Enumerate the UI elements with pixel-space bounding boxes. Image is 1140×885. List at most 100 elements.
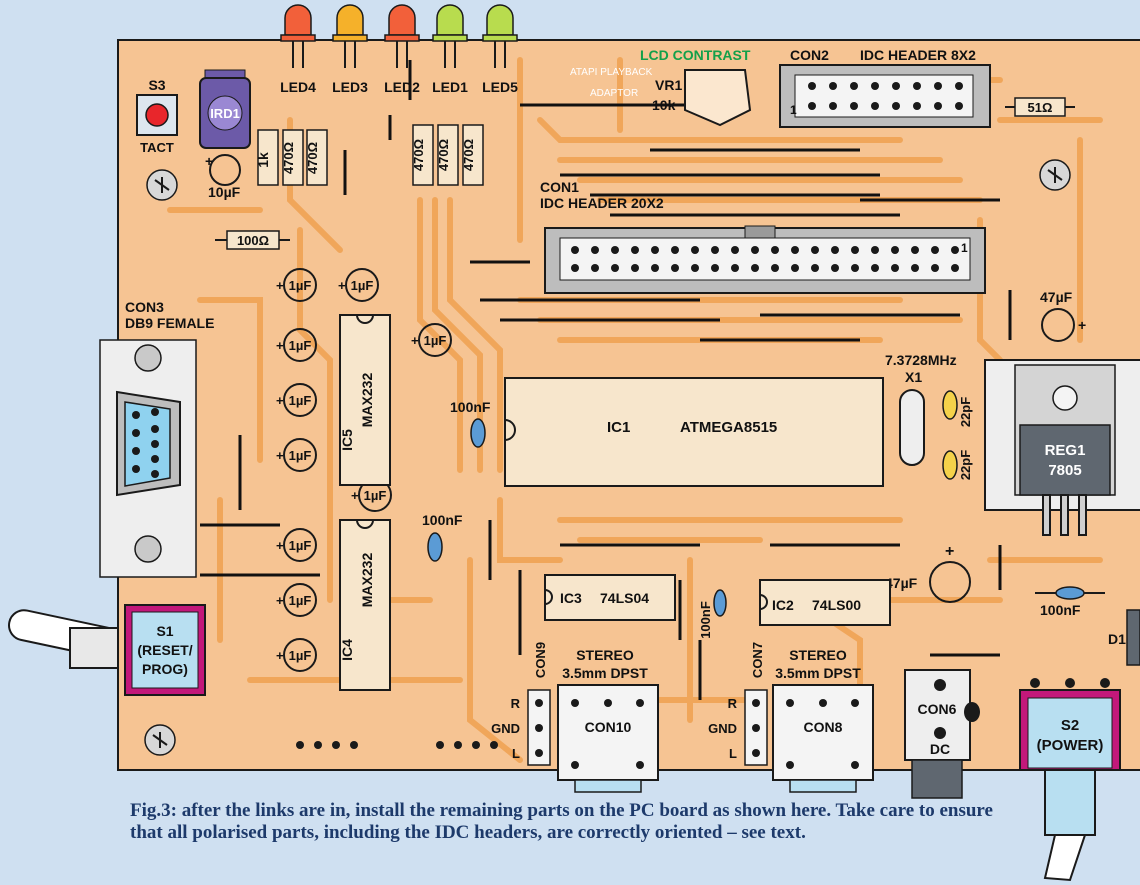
con2-pin — [829, 82, 837, 90]
d1-label: D1 — [1108, 631, 1126, 647]
cap-1uf-5: 1µF+ — [276, 438, 317, 472]
res-470-label-3: 470Ω — [411, 139, 426, 171]
con1-pin — [671, 246, 679, 254]
con1-pin — [751, 246, 759, 254]
con1-pin — [851, 246, 859, 254]
con10-stereo-jack: STEREO 3.5mm DPST CON10 — [557, 647, 659, 793]
con9-label: CON9 — [533, 642, 548, 678]
con3-db9: CON3 DB9 FEMALE — [99, 299, 214, 578]
cap-1uf-plus-9: + — [276, 648, 284, 663]
con7-gnd: GND — [708, 721, 737, 736]
con1-pin — [631, 264, 639, 272]
cap-1uf-8: 1µF+ — [276, 583, 317, 617]
con1-pin — [771, 246, 779, 254]
con9-header: CON9 R GND L — [491, 642, 551, 766]
cap-1uf-label-6: 1µF — [364, 488, 387, 503]
con9-r: R — [511, 696, 521, 711]
led-1: LED4 — [280, 4, 316, 95]
cap-1uf-plus-8: + — [276, 593, 284, 608]
led-label-4: LED1 — [432, 79, 468, 95]
cap-1uf-plus-2: + — [338, 278, 346, 293]
res-1k-label: 1k — [255, 152, 271, 168]
ic1-part: ATMEGA8515 — [680, 419, 777, 436]
ic5-label: IC5 — [339, 429, 355, 451]
con2-pin — [955, 82, 963, 90]
res-470-3: 470Ω — [411, 124, 434, 186]
con2-pin — [913, 102, 921, 110]
con1-pin — [611, 246, 619, 254]
cap-1uf-3: 1µF+ — [276, 328, 317, 362]
ird1-receiver: IRD1 — [199, 69, 251, 149]
con2-pin — [808, 102, 816, 110]
res-470-label-1: 470Ω — [281, 142, 296, 174]
con1-pin — [571, 264, 579, 272]
con1-pin — [651, 264, 659, 272]
led-row: LED4 LED3 LED2 LED1 LED5 — [280, 4, 518, 95]
con1-pin — [731, 246, 739, 254]
con2-pin — [913, 82, 921, 90]
led-label-1: LED4 — [280, 79, 316, 95]
con1-pin — [811, 246, 819, 254]
cap-22pf-2: 22pF — [942, 450, 973, 480]
con1-pin — [831, 246, 839, 254]
ic3-74ls04: IC3 74LS04 — [544, 574, 676, 621]
con2-pin — [850, 102, 858, 110]
vr1-value-label: 10k — [652, 97, 676, 113]
s1-reset-prog-switch: S1 (RESET/ PROG) — [124, 604, 206, 696]
con1-pin — [691, 246, 699, 254]
cap-100nf-label-4: 100nF — [1040, 602, 1081, 618]
con1-pin — [571, 246, 579, 254]
mounting-screw-top-left — [146, 169, 178, 201]
con2-pin — [955, 102, 963, 110]
con10-stereo: STEREO — [576, 647, 634, 663]
reg1-7805: REG1 7805 — [984, 359, 1140, 536]
led-label-3: LED2 — [384, 79, 420, 95]
con1-pin — [911, 264, 919, 272]
mounting-screw-top-right — [1039, 159, 1071, 191]
cap-10uf-label: 10µF — [208, 184, 241, 200]
con2-label: CON2 — [790, 47, 829, 63]
dc-label: DC — [930, 741, 950, 757]
res-51: 51Ω — [1005, 97, 1075, 117]
led-3: LED2 — [384, 4, 420, 95]
con2-idc-header: CON2 IDC HEADER 8X2 1 — [779, 47, 991, 128]
cap-1uf-plus-3: + — [276, 338, 284, 353]
s2-power-switch: S2 (POWER) — [1019, 678, 1121, 882]
con2-pin1-label: 1 — [790, 103, 797, 117]
res-100-label: 100Ω — [237, 233, 269, 248]
mounting-screw-bottom-left — [144, 724, 176, 756]
cap-1uf-plus-5: + — [276, 448, 284, 463]
cap-1uf-label-1: 1µF — [289, 278, 312, 293]
con1-idc-header: CON1 IDC HEADER 20X2 1 — [540, 179, 986, 294]
diode-d1: D1 — [1108, 609, 1140, 666]
con1-pin — [851, 264, 859, 272]
con7-header: CON7 R GND L — [708, 642, 768, 766]
res-100: 100Ω — [215, 230, 290, 250]
con2-pin — [892, 82, 900, 90]
led-4: LED1 — [432, 4, 468, 95]
con9-l: L — [512, 746, 520, 761]
ic2-74ls00: IC2 74LS00 — [759, 579, 891, 626]
con2-pin — [871, 102, 879, 110]
cap-47uf-bottom: 47µF + — [885, 543, 971, 603]
con1-pin — [871, 264, 879, 272]
res-470-2: 470Ω — [305, 129, 328, 186]
con1-pin — [911, 246, 919, 254]
con1-pin — [691, 264, 699, 272]
con1-pin — [711, 246, 719, 254]
con1-pin — [891, 264, 899, 272]
con7-l: L — [729, 746, 737, 761]
reg1-label: REG1 — [1045, 442, 1086, 459]
cap-22pf-1: 22pF — [942, 390, 973, 427]
cap-1uf-label-9: 1µF — [289, 648, 312, 663]
lcd-contrast-label: LCD CONTRAST — [640, 47, 751, 63]
cap-47uf-plus-bottom: + — [945, 543, 954, 560]
con8-jack: 3.5mm DPST — [775, 665, 861, 681]
s2-label-2: (POWER) — [1037, 737, 1104, 754]
s3-label: S3 — [148, 77, 165, 93]
led-label-5: LED5 — [482, 79, 518, 95]
led-label-2: LED3 — [332, 79, 368, 95]
cap-1uf-plus-10: + — [411, 333, 419, 348]
cap-10uf: + 10µF — [205, 153, 241, 200]
